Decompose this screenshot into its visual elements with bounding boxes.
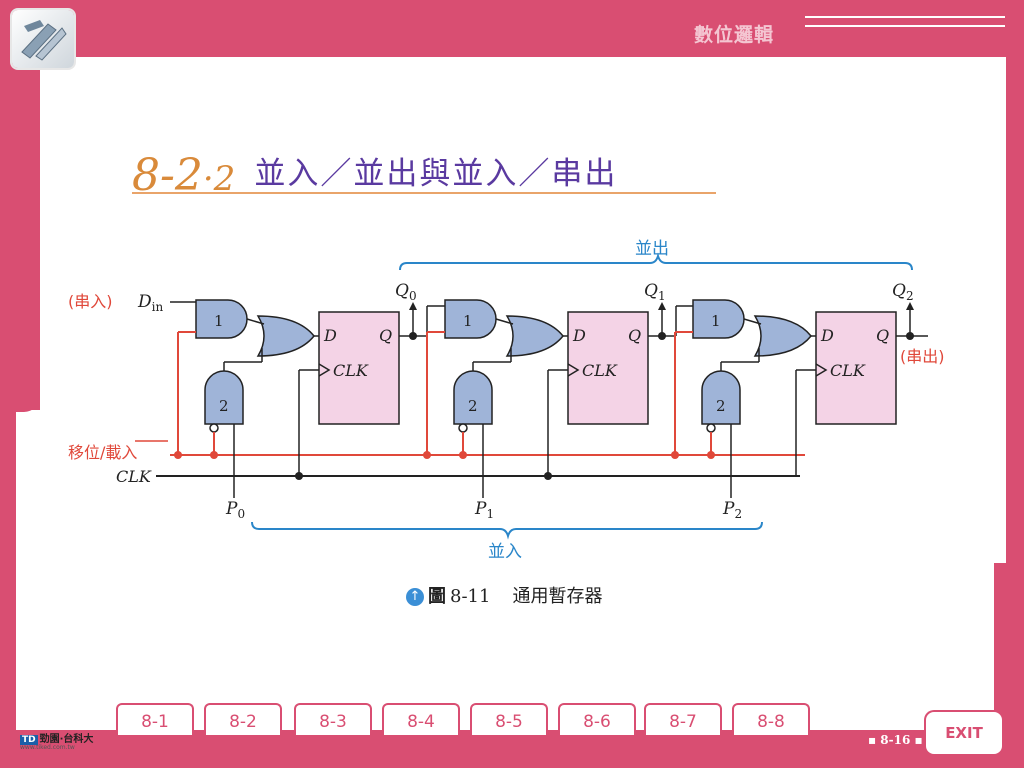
- serial-out-label: (串出): [900, 347, 945, 366]
- section-title-text: 並入／並出與並入／串出: [254, 156, 618, 192]
- and-gate-1-label-1: 1: [463, 312, 473, 330]
- ff-q-label-1: Q: [628, 326, 641, 345]
- figure-number: 8-11: [450, 586, 491, 607]
- tab-8-2[interactable]: 8-2: [204, 703, 282, 735]
- ff-clk-label-0: CLK: [333, 361, 369, 380]
- publisher-mark: TD: [20, 735, 38, 745]
- tab-8-4[interactable]: 8-4: [382, 703, 460, 735]
- and-gate-2-label-2: 2: [716, 397, 726, 415]
- tab-8-6[interactable]: 8-6: [558, 703, 636, 735]
- and-gate-1-label-2: 1: [711, 312, 721, 330]
- q-arrow-2: [906, 302, 914, 310]
- top-frame: [0, 0, 1024, 60]
- header-decoration: [805, 16, 1005, 38]
- red-junction-a-2: [671, 451, 679, 459]
- ff-clk-triangle-1: [567, 363, 580, 377]
- parallel-in-brace: [251, 521, 763, 540]
- left-frame-strip: [16, 57, 40, 412]
- ff-q-label-2: Q: [876, 326, 889, 345]
- flip-flop-1: [567, 311, 649, 425]
- ff-q-label-0: Q: [379, 326, 392, 345]
- din-label: Din: [137, 292, 163, 314]
- clk-junction-1: [544, 472, 552, 480]
- and-gate-2-1: [453, 370, 493, 425]
- exit-button[interactable]: EXIT: [926, 712, 1002, 754]
- or-gate-2: [753, 315, 812, 357]
- or-gate-1: [505, 315, 564, 357]
- and-gate-1-2: [692, 299, 745, 339]
- red-junction-b-1: [459, 451, 467, 459]
- wire-and1-or-2: [743, 318, 762, 325]
- red-junction-b-2: [707, 451, 715, 459]
- and-gate-2-label-1: 2: [468, 397, 478, 415]
- bottom-bar: [98, 733, 918, 747]
- publisher-url: www.tiked.com.tw: [20, 744, 75, 751]
- ff-d-label-2: D: [820, 326, 834, 345]
- and-gate-2-label-0: 2: [219, 397, 229, 415]
- wire-and1-or-1: [495, 318, 514, 325]
- serial-in-label: (串入): [68, 292, 113, 311]
- slide-content-bottom: [16, 560, 994, 730]
- flip-flop-0: [318, 311, 400, 425]
- ff-clk-triangle-0: [318, 363, 331, 377]
- figure-label: 圖: [428, 586, 446, 607]
- and-gate-1-1: [444, 299, 497, 339]
- red-junction-a-1: [423, 451, 431, 459]
- tab-8-8[interactable]: 8-8: [732, 703, 810, 735]
- ff-clk-triangle-2: [815, 363, 828, 377]
- inverter-bubble-2: [706, 423, 716, 433]
- right-frame-strip: [994, 566, 1008, 726]
- title-underline: [132, 192, 716, 194]
- tab-8-5[interactable]: 8-5: [470, 703, 548, 735]
- parallel-out-brace: [399, 252, 913, 271]
- ff-clk-label-2: CLK: [830, 361, 866, 380]
- and-gate-1-0: [195, 299, 248, 339]
- or-gate-0: [256, 315, 315, 357]
- ff-d-label-0: D: [323, 326, 337, 345]
- red-junction-b-0: [210, 451, 218, 459]
- q-arrow-0: [409, 302, 417, 310]
- wire-and1-or-0: [246, 318, 265, 325]
- shift-load-label: 移位/載入: [68, 443, 137, 462]
- figure-title: 通用暫存器: [512, 586, 603, 607]
- chip-logo-icon: [12, 10, 74, 68]
- ff-clk-label-1: CLK: [582, 361, 618, 380]
- clk-junction-0: [295, 472, 303, 480]
- tab-8-1[interactable]: 8-1: [116, 703, 194, 735]
- and-gate-2-2: [701, 370, 741, 425]
- course-title: 數位邏輯: [694, 24, 775, 46]
- inverter-bubble-1: [458, 423, 468, 433]
- clk-line-label: CLK: [116, 467, 152, 486]
- parallel-out-label: 並出: [635, 239, 669, 259]
- and-gate-1-label-0: 1: [214, 312, 224, 330]
- up-arrow-icon[interactable]: ↑: [406, 588, 424, 606]
- inverter-bubble-0: [209, 423, 219, 433]
- publisher-name: 勁園·台科大: [39, 734, 94, 745]
- page-number: ▪ 8-16 ▪: [868, 733, 923, 747]
- q-output-label-1: Q1: [644, 281, 666, 303]
- tab-8-7[interactable]: 8-7: [644, 703, 722, 735]
- q-output-label-2: Q2: [892, 281, 914, 303]
- p-input-label-1: P1: [474, 499, 494, 521]
- q-output-label-0: Q0: [395, 281, 417, 303]
- red-junction-a-0: [174, 451, 182, 459]
- q-arrow-1: [658, 302, 666, 310]
- parallel-in-label: 並入: [488, 542, 522, 562]
- p-input-label-0: P0: [225, 499, 245, 521]
- flip-flop-2: [815, 311, 897, 425]
- tab-8-3[interactable]: 8-3: [294, 703, 372, 735]
- ff-d-label-1: D: [572, 326, 586, 345]
- and-gate-2-0: [204, 370, 244, 425]
- p-input-label-2: P2: [722, 499, 742, 521]
